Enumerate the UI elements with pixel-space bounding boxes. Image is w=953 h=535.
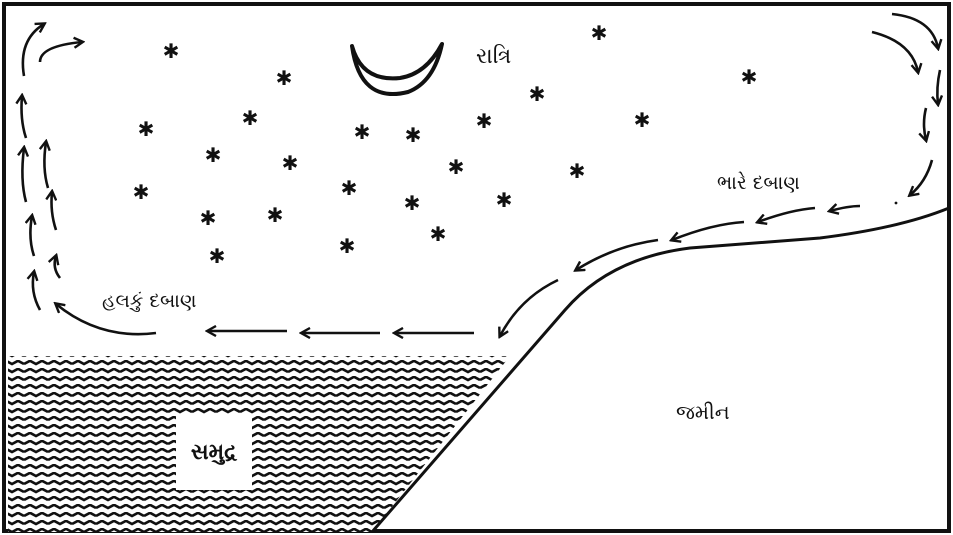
star-icon: ✱ [341, 176, 358, 200]
star-icon: ✱ [205, 143, 222, 167]
arrow-icon [33, 272, 40, 310]
high-pressure-label: ભારે દબાણ [717, 172, 800, 194]
arrow-icon [52, 192, 57, 230]
star-icon: ✱ [634, 108, 651, 132]
star-icon: ✱ [209, 244, 226, 268]
descending-airflow-arrows [872, 14, 940, 195]
sea-label: સમુદ્ર [191, 440, 237, 465]
star-icon: ✱ [267, 203, 284, 227]
arrow-icon [23, 24, 44, 76]
low-pressure-label: હલકું દબાણ [102, 290, 196, 312]
surface-airflow-arrows [500, 206, 860, 336]
arrow-icon [44, 142, 48, 188]
ascending-airflow-arrows [22, 24, 83, 310]
star-icon: ✱ [741, 65, 758, 89]
star-icon: ✱ [591, 21, 608, 45]
star-icon: ✱ [282, 151, 299, 175]
dot-mark [895, 202, 898, 205]
star-icon: ✱ [496, 188, 513, 212]
sea-area [8, 356, 518, 534]
star-icon: ✱ [133, 180, 150, 204]
star-icons: ✱ ✱ ✱ ✱ ✱ ✱ ✱ ✱ ✱ ✱ ✱ ✱ ✱ ✱ ✱ ✱ ✱ ✱ ✱ ✱ … [133, 21, 758, 268]
star-icon: ✱ [569, 159, 586, 183]
arrow-icon [40, 42, 82, 62]
star-icon: ✱ [404, 191, 421, 215]
star-icon: ✱ [354, 120, 371, 144]
star-icon: ✱ [242, 106, 259, 130]
star-icon: ✱ [339, 234, 356, 258]
star-icon: ✱ [476, 109, 493, 133]
arrow-icon [758, 208, 815, 222]
arrow-icon [576, 240, 658, 270]
star-icon: ✱ [529, 82, 546, 106]
arrow-icon [22, 96, 27, 138]
arrow-icon [910, 160, 932, 195]
arrow-icon [672, 222, 744, 240]
night-label: રાત્રિ [476, 44, 511, 69]
star-icon: ✱ [448, 155, 465, 179]
arrow-icon [924, 108, 926, 140]
star-icon: ✱ [163, 39, 180, 63]
star-icon: ✱ [430, 222, 447, 246]
arrow-icon [55, 256, 60, 278]
arrow-icon [830, 206, 860, 211]
land-label: જમીન [676, 400, 730, 424]
arrow-icon [22, 148, 26, 202]
arrow-icon [937, 70, 940, 104]
star-icon: ✱ [405, 123, 422, 147]
star-icon: ✱ [200, 206, 217, 230]
arrow-icon [30, 216, 34, 256]
star-icon: ✱ [276, 66, 293, 90]
sea-label-box: સમુદ્ર [176, 414, 252, 490]
arrow-icon [872, 32, 918, 72]
star-icon: ✱ [138, 117, 155, 141]
moon-icon [352, 44, 442, 94]
